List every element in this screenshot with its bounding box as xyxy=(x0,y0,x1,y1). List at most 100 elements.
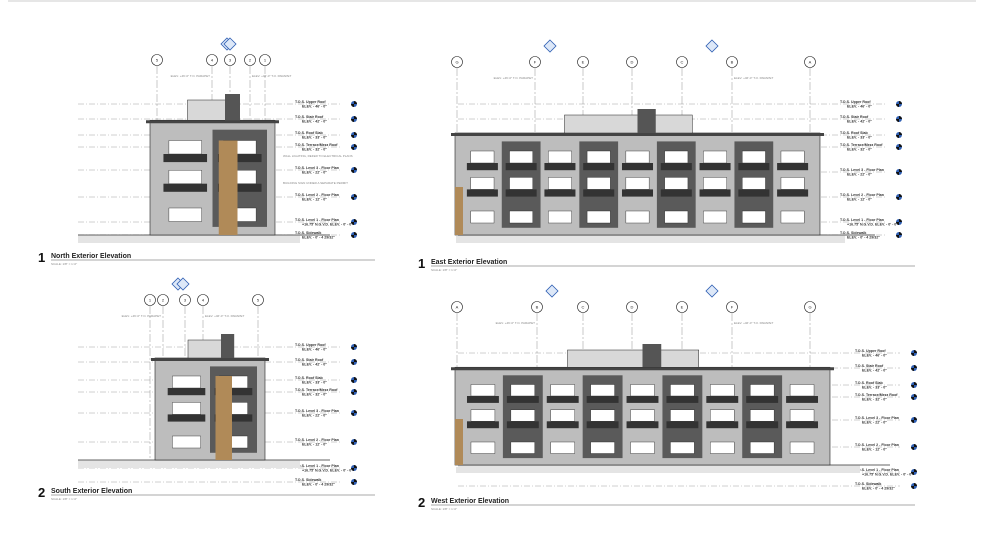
grid-label: 4 xyxy=(202,298,205,303)
wood-cladding xyxy=(455,187,463,235)
section-marker-icon xyxy=(705,39,719,53)
level-elevation: ELEV. - 12' - 0" xyxy=(847,198,872,202)
level-marker-fill xyxy=(351,232,357,238)
level-name: T.O.S. Stair Roof xyxy=(295,115,324,119)
level-name: T.O.S. Roof Slab xyxy=(295,376,324,380)
grid-label: G xyxy=(455,60,458,65)
note-building-sign: BUILDING SIGN UNDER A SEPARATE PERMIT xyxy=(283,181,348,185)
level-name: T.O.S. Terrace/Mezz Roof xyxy=(295,388,338,392)
balcony-railing xyxy=(217,183,262,192)
window xyxy=(710,441,735,454)
balcony-railing xyxy=(506,421,539,429)
grid-bubble xyxy=(244,54,256,66)
grid-bubble xyxy=(804,56,816,68)
window xyxy=(168,207,202,222)
view-number: 1 xyxy=(418,256,425,271)
level-elevation: ELEV. - 42' - 0" xyxy=(862,369,887,373)
balcony-railing xyxy=(699,189,731,197)
level-name: T.O.S. Upper Roof xyxy=(295,100,326,104)
level-name: T.O.S. Sidewalk xyxy=(840,231,866,235)
level-marker-fill xyxy=(351,116,357,122)
grid-label: F xyxy=(731,305,734,310)
grid-label: G xyxy=(808,305,811,310)
level-name: T.O.S. Sidewalk xyxy=(295,478,321,482)
level-marker-fill xyxy=(896,232,902,238)
balcony-railing xyxy=(167,388,206,396)
level-elevation: +16.75' N.G.V.D. ELEV. - 0' - 0" xyxy=(862,473,913,477)
window xyxy=(664,210,689,224)
window xyxy=(510,409,536,422)
level-name: T.O.S. Terrace/Mezz Roof xyxy=(855,393,898,397)
level-marker-fill xyxy=(351,439,357,445)
balcony-railing xyxy=(706,396,739,403)
rooftop-structure xyxy=(187,339,227,359)
level-elevation: ELEV. - 46' - 0" xyxy=(302,348,327,352)
balcony-railing xyxy=(777,163,809,171)
level-marker-fill xyxy=(911,469,917,475)
level-marker-fill xyxy=(351,410,357,416)
window xyxy=(509,177,533,190)
level-elevation: ELEV. - 22' - 0" xyxy=(302,414,327,418)
grid-label: 5 xyxy=(257,298,260,303)
level-marker-fill xyxy=(896,101,902,107)
level-name: T.O.S. Level 1 - Floor Plan xyxy=(295,464,339,468)
stair-tower xyxy=(221,334,235,358)
window xyxy=(625,150,650,164)
balcony-railing xyxy=(706,421,739,429)
window xyxy=(703,150,727,164)
window xyxy=(789,441,815,454)
grid-bubble xyxy=(151,54,163,66)
wood-cladding xyxy=(455,419,463,465)
balcony-railing xyxy=(626,421,659,429)
window xyxy=(586,150,611,164)
parapet-tag: ELEV. +46'-0" T.O. PARAPET xyxy=(734,321,774,325)
window xyxy=(168,140,202,155)
rooftop-structure xyxy=(187,99,232,121)
window xyxy=(586,210,611,224)
window xyxy=(664,150,689,164)
balcony-railing xyxy=(777,189,809,197)
level-name: T.O.S. Upper Roof xyxy=(295,343,326,347)
level-marker-fill xyxy=(351,344,357,350)
rooftop-structure xyxy=(567,349,699,368)
level-marker-fill xyxy=(911,382,917,388)
balcony-railing xyxy=(214,388,253,396)
balcony-railing xyxy=(546,421,579,429)
level-elevation: ELEV. - 32' - 0" xyxy=(847,148,872,152)
level-elevation: +16.75' N.G.V.D. ELEV. - 0' - 0" xyxy=(847,223,898,227)
balcony-railing xyxy=(586,421,619,429)
grid-label: B xyxy=(536,305,539,310)
section-marker-icon xyxy=(705,284,719,298)
grid-bubble xyxy=(157,294,169,306)
balcony-railing xyxy=(786,396,819,403)
rooftop-structure xyxy=(564,114,693,134)
grid-bubble xyxy=(224,54,236,66)
window xyxy=(780,177,805,190)
level-elevation: ELEV. - 32' - 0" xyxy=(862,398,887,402)
grid-label: D xyxy=(631,60,634,65)
balcony-railing xyxy=(546,396,579,403)
view-scale: SCALE: 1/8" = 1'-0" xyxy=(51,262,77,266)
view-scale: SCALE: 1/8" = 1'-0" xyxy=(431,268,457,272)
window xyxy=(510,384,536,397)
level-marker-fill xyxy=(351,144,357,150)
level-elevation: ELEV. - 0' - 4 29/32" xyxy=(862,487,895,491)
parapet-tag: ELEV. +46'-0" T.O. PARAPET xyxy=(205,314,245,318)
level-elevation: +16.75' N.G.V.D. ELEV. - 0' - 0" xyxy=(302,469,353,473)
parapet-tag: ELEV. +46'-0" T.O. PARAPET xyxy=(122,314,162,318)
view-title: South Exterior Elevation xyxy=(51,488,132,495)
level-name: T.O.S. Level 3 - Floor Plan xyxy=(855,416,899,420)
level-elevation: ELEV. - 22' - 0" xyxy=(847,173,872,177)
window xyxy=(168,169,202,184)
grid-bubble xyxy=(252,294,264,306)
parapet-tag: ELEV. +46'-0" T.O. PARAPET xyxy=(734,76,774,80)
window xyxy=(590,384,615,397)
grid-label: F xyxy=(534,60,537,65)
level-elevation: ELEV. - 33' - 0" xyxy=(847,136,872,140)
balcony-railing xyxy=(746,421,779,429)
window xyxy=(470,384,496,397)
balcony-railing xyxy=(505,163,537,171)
wood-cladding xyxy=(218,140,238,235)
balcony-railing xyxy=(506,396,539,403)
